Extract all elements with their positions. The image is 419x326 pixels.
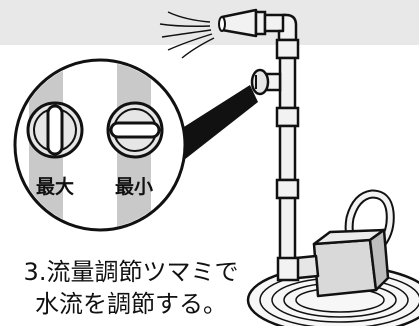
flow-adjust-knob [250, 68, 282, 96]
callout-pointer [176, 85, 258, 160]
flow-knob-min-icon [106, 101, 164, 159]
instruction-line-2: 水流を調節する。 [35, 290, 227, 318]
dial-label-min: 最小 [115, 176, 154, 198]
instruction-caption: 3.流量調節ツマミで 水流を調節する。 [0, 256, 262, 320]
dial-label-max: 最大 [36, 176, 75, 198]
magnified-knob-view [13, 58, 187, 232]
instruction-line-1: 3.流量調節ツマミで [23, 258, 239, 286]
water-spray-icon [159, 11, 215, 59]
flow-knob-max-icon [26, 101, 84, 159]
outlet-pipe [263, 13, 300, 262]
pump-body [276, 228, 390, 298]
